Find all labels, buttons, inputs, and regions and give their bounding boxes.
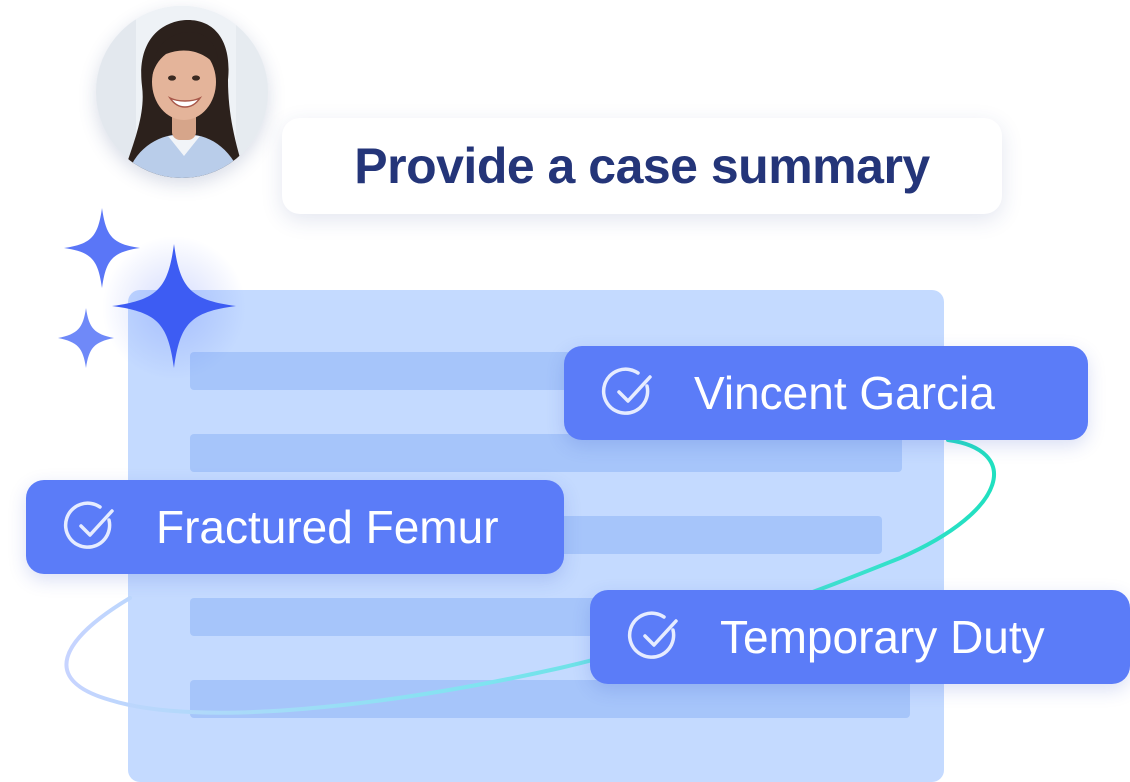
check-circle-icon — [62, 498, 120, 556]
check-circle-icon — [600, 364, 658, 422]
check-circle-icon — [626, 608, 684, 666]
prompt-bubble: Provide a case summary — [282, 118, 1002, 214]
tag-label: Fractured Femur — [156, 501, 499, 553]
tag-chip-vincent-garcia[interactable]: Vincent Garcia — [564, 346, 1088, 440]
tag-label: Vincent Garcia — [694, 367, 995, 419]
prompt-text: Provide a case summary — [354, 138, 930, 194]
tag-chip-fractured-femur[interactable]: Fractured Femur — [26, 480, 564, 574]
sparkle-icon — [58, 208, 246, 380]
document-line — [190, 680, 910, 718]
tag-label: Temporary Duty — [720, 611, 1045, 663]
user-avatar — [96, 6, 268, 178]
tag-chip-temporary-duty[interactable]: Temporary Duty — [590, 590, 1130, 684]
